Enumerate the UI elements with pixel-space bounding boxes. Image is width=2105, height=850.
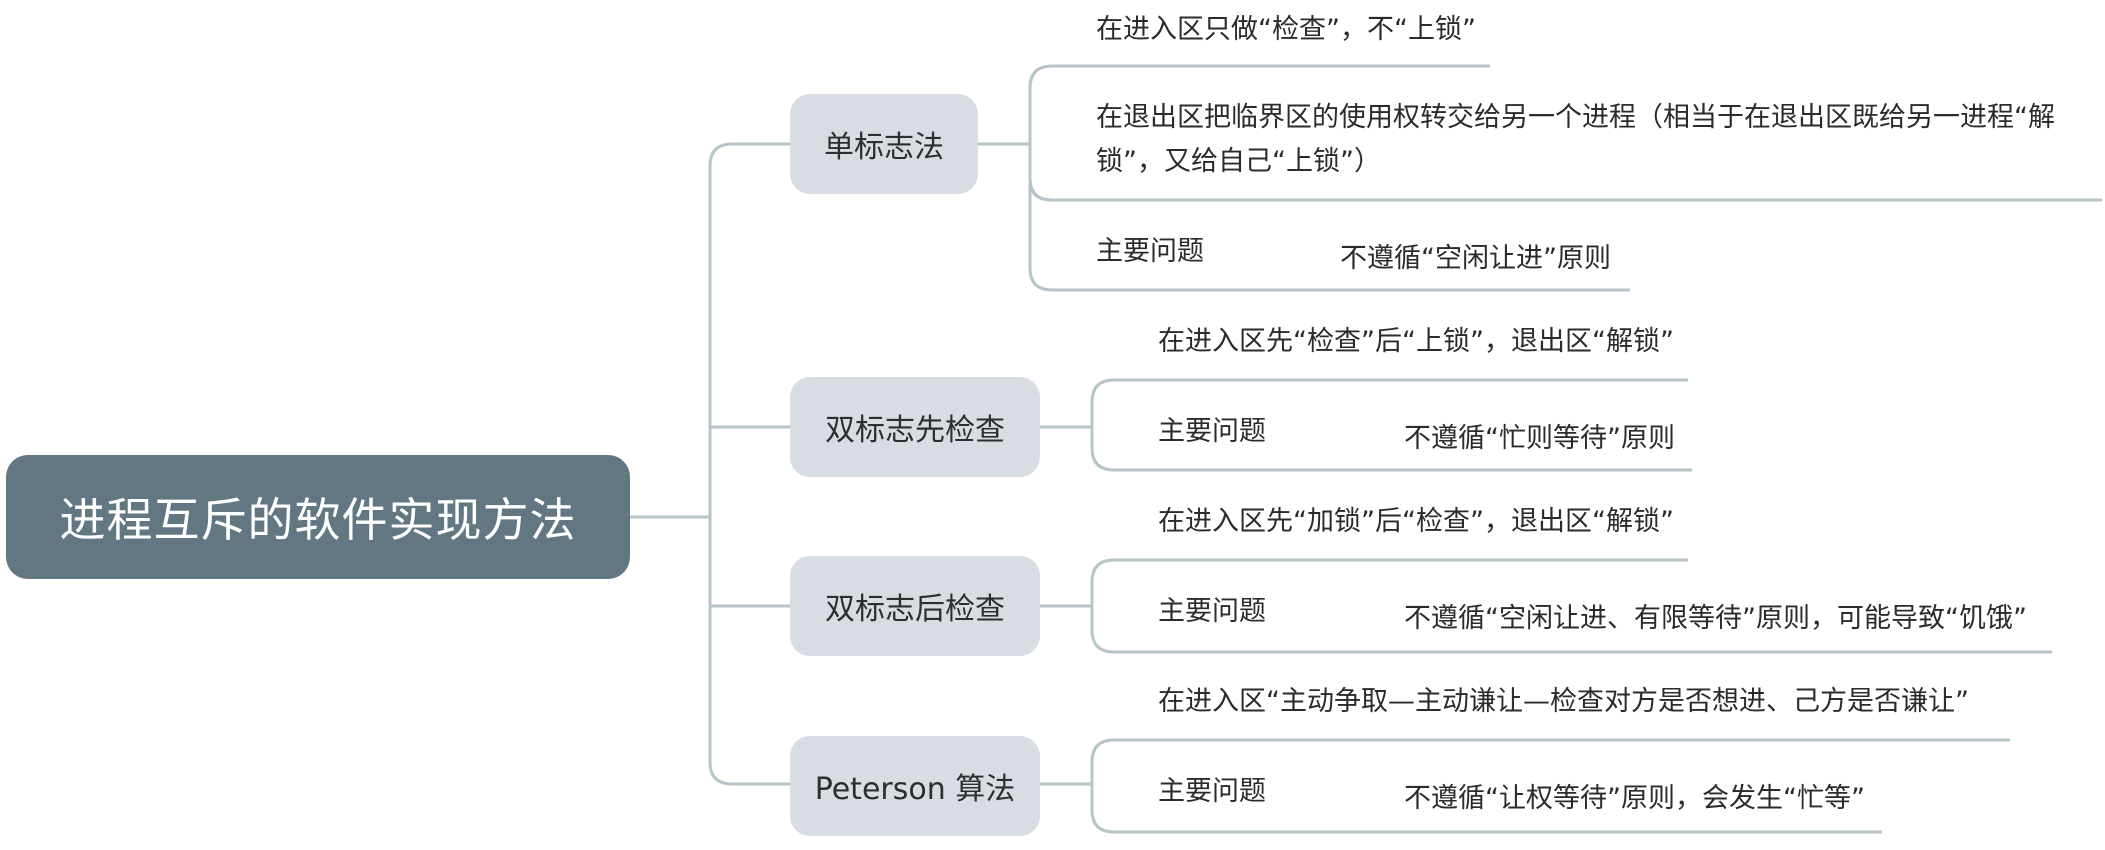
branch-1-leaf-1: 在进入区只做“检查”，不“上锁” (1096, 14, 1476, 45)
root-topic: 进程互斥的软件实现方法 (6, 455, 630, 579)
branch-1-leaf-3: 主要问题 (1096, 236, 1204, 267)
branch-2-leaf-2-detail: 不遵循“忙则等待”原则 (1404, 423, 1675, 454)
branch-3-leaf-2: 主要问题 (1158, 596, 1266, 627)
branch-4-leaf-1: 在进入区“主动争取—主动谦让—检查对方是否想进、己方是否谦让” (1158, 686, 1969, 717)
branch-single-flag: 单标志法 (790, 94, 978, 194)
branch-2-leaf-2: 主要问题 (1158, 416, 1266, 447)
branch-dual-flag-check-first: 双标志先检查 (790, 377, 1040, 477)
branch-4-leaf-2: 主要问题 (1158, 776, 1266, 807)
branch-1-leaf-3-detail: 不遵循“空闲让进”原则 (1340, 243, 1611, 274)
branch-4-leaf-2-detail: 不遵循“让权等待”原则，会发生“忙等” (1404, 783, 1865, 814)
branch-1-leaf-2: 在退出区把临界区的使用权转交给另一个进程（相当于在退出区既给另一进程“解锁”，又… (1096, 102, 2055, 177)
branch-2-leaf-1: 在进入区先“检查”后“上锁”，退出区“解锁” (1158, 326, 1674, 357)
branch-dual-flag-check-after: 双标志后检查 (790, 556, 1040, 656)
branch-peterson: Peterson 算法 (790, 736, 1040, 836)
branch-3-leaf-1: 在进入区先“加锁”后“检查”，退出区“解锁” (1158, 506, 1674, 537)
branch-3-leaf-2-detail: 不遵循“空闲让进、有限等待”原则，可能导致“饥饿” (1404, 603, 2027, 634)
